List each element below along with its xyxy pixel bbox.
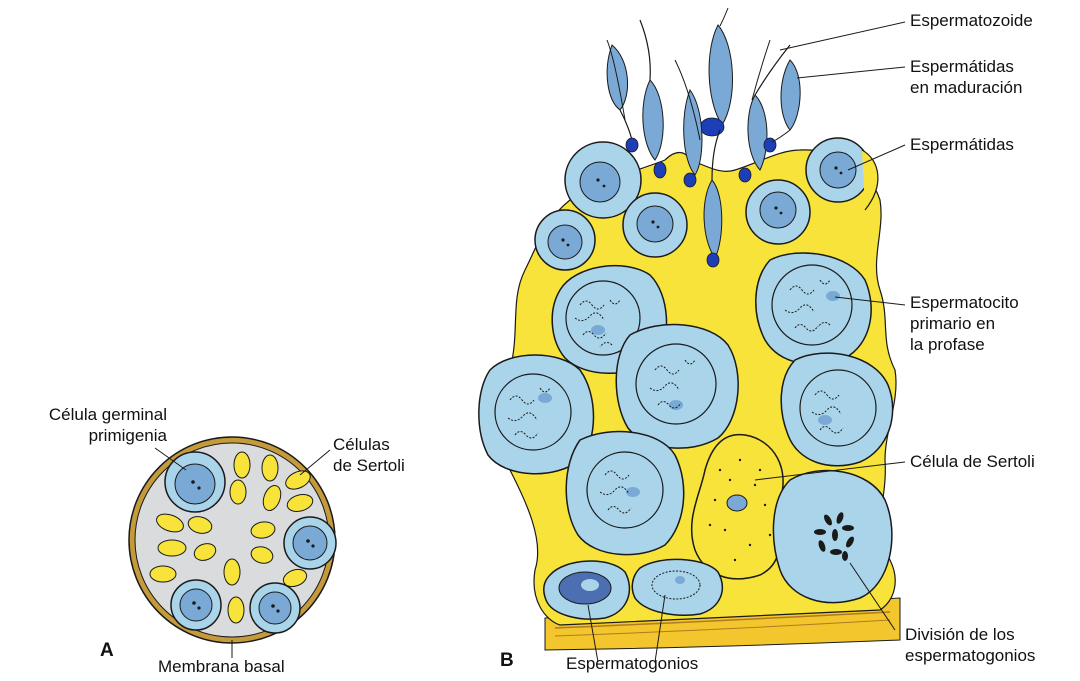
label-sertoli-cells: Células de Sertoli: [333, 434, 405, 476]
label-line: la profase: [910, 334, 1019, 355]
label-spermatogonia: Espermatogonios: [566, 653, 698, 674]
spermatocyte-cell: [616, 325, 738, 449]
label-line: Células: [333, 434, 405, 455]
label-basal-membrane: Membrana basal: [158, 656, 285, 677]
label-line: primigenia: [5, 425, 167, 446]
spermatocyte-cell: [756, 253, 871, 364]
maturing-spermatid: [607, 45, 638, 152]
spermatid-cell: [806, 138, 870, 202]
label-maturing-spermatids: Espermátidas en maduración: [910, 56, 1022, 98]
maturing-spermatid: [640, 20, 666, 178]
label-spermatozoon: Espermatozoide: [910, 10, 1033, 31]
spermatid-cell: [623, 193, 687, 257]
label-sertoli-cell: Célula de Sertoli: [910, 451, 1035, 472]
panel-b-letter: B: [500, 650, 514, 672]
label-line: Espermátidas: [910, 56, 1022, 77]
panel-a-seminiferous-cord: [129, 437, 336, 643]
label-line: espermatogonios: [905, 645, 1035, 666]
maturing-spermatid: [764, 60, 800, 152]
dividing-spermatogonium: [773, 470, 891, 602]
label-line: Espermatocito: [910, 292, 1019, 313]
spermatogonium-cell: [544, 561, 630, 619]
label-primary-spermatocyte: Espermatocito primario en la profase: [910, 292, 1019, 355]
label-line: División de los: [905, 624, 1035, 645]
spermatozoon: [700, 8, 733, 136]
spermatocyte-cell: [781, 353, 892, 466]
spermatocyte-cell: [566, 432, 683, 555]
label-spermatogonia-division: División de los espermatogonios: [905, 624, 1035, 666]
primordial-germ-cell: [250, 583, 300, 633]
spermatid-cell: [535, 210, 595, 270]
label-line: Célula germinal: [5, 404, 167, 425]
panel-a-letter: A: [100, 640, 114, 662]
label-line: primario en: [910, 313, 1019, 334]
label-line: de Sertoli: [333, 455, 405, 476]
spermatogonium-cell: [632, 559, 722, 615]
panel-b-seminiferous-epithelium: [479, 8, 900, 650]
primordial-germ-cell: [171, 580, 221, 630]
primordial-germ-cell: [284, 517, 336, 569]
label-line: en maduración: [910, 77, 1022, 98]
label-spermatids: Espermátidas: [910, 134, 1014, 155]
label-primordial-germ-cell: Célula germinal primigenia: [5, 404, 167, 446]
spermatid-cell: [746, 180, 810, 244]
